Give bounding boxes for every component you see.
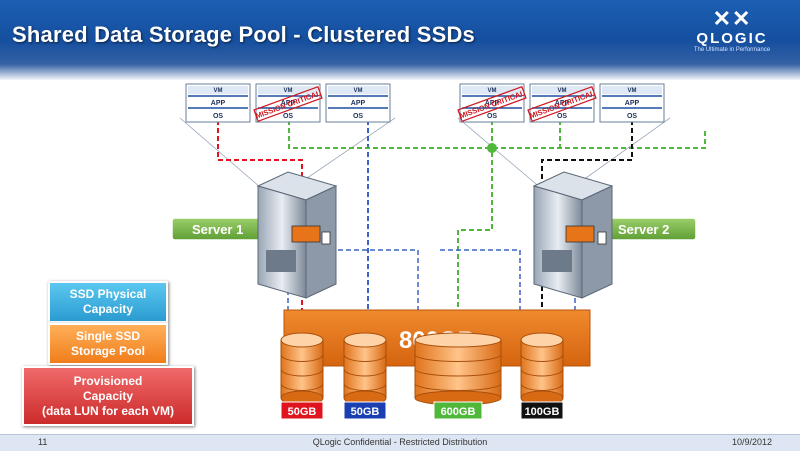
lun-label: 50GB xyxy=(280,401,324,420)
lun-label: 600GB xyxy=(433,401,483,420)
vm-app-label: APP xyxy=(625,100,640,107)
vm-app-label: APP xyxy=(555,100,570,107)
legend-storage-pool: Single SSD Storage Pool xyxy=(48,323,168,365)
header-sweep xyxy=(0,40,800,80)
server-1-label: Server 1 xyxy=(192,222,243,237)
logo-mark: ✕✕ xyxy=(712,6,752,31)
network-junction xyxy=(487,143,497,153)
vm-box: VM APP OS xyxy=(599,83,665,123)
footer-date: 10/9/2012 xyxy=(731,437,772,447)
slide-footer: 11 QLogic Confidential - Restricted Dist… xyxy=(0,434,800,451)
vm-box: VM APP OS xyxy=(325,83,391,123)
logo-name: QLOGIC xyxy=(696,30,768,47)
slide-header: Shared Data Storage Pool - Clustered SSD… xyxy=(0,0,800,80)
database-icon xyxy=(280,332,324,406)
server-2-label: Server 2 xyxy=(618,222,669,237)
legend-provisioned: Provisioned Capacity (data LUN for each … xyxy=(22,366,194,426)
vm-vm-label: VM xyxy=(354,88,363,94)
lun-label-text: 100GB xyxy=(525,406,560,418)
lun-labels: 50GB 50GB 600GB 100GB xyxy=(280,401,564,420)
page-number: 11 xyxy=(38,437,48,447)
vm-os-label: OS xyxy=(487,113,497,120)
vm-vm-label: VM xyxy=(558,88,567,94)
server-1-icon xyxy=(256,171,338,299)
vm-app-label: APP xyxy=(281,100,296,107)
server-1-bar: Server 1 xyxy=(171,217,285,241)
database-icon xyxy=(520,332,564,406)
lun-label-text: 50GB xyxy=(351,406,380,418)
vm-vm-label: VM xyxy=(488,88,497,94)
qlogic-logo-icon: ✕✕ QLOGIC The Ultimate in Performance xyxy=(682,6,782,54)
lun-label-text: 600GB xyxy=(441,406,476,418)
slide-title: Shared Data Storage Pool - Clustered SSD… xyxy=(12,22,475,47)
vm-os-label: OS xyxy=(557,113,567,120)
vm-app-label: APP xyxy=(485,100,500,107)
vm-vm-label: VM xyxy=(284,88,293,94)
vm-app-label: APP xyxy=(211,100,226,107)
logo-tagline: The Ultimate in Performance xyxy=(693,47,771,53)
vm-vm-label: VM xyxy=(214,88,223,94)
vm-os-label: OS xyxy=(353,113,363,120)
database-icon xyxy=(414,332,502,406)
vm-vm-label: VM xyxy=(628,88,637,94)
lun-label: 50GB xyxy=(343,401,387,420)
database-icon xyxy=(343,332,387,406)
server-2-icon xyxy=(532,171,614,299)
vm-os-label: OS xyxy=(213,113,223,120)
footer-confidential: QLogic Confidential - Restricted Distrib… xyxy=(312,437,488,447)
lun-disks xyxy=(280,332,564,406)
vm-os-label: OS xyxy=(627,113,637,120)
vm-box: VM APP OS xyxy=(185,83,251,123)
legend-ssd-physical: SSD Physical Capacity xyxy=(48,281,168,323)
vm-app-label: APP xyxy=(351,100,366,107)
lun-label: 100GB xyxy=(520,401,564,420)
vm-os-label: OS xyxy=(283,113,293,120)
lun-label-text: 50GB xyxy=(288,406,317,418)
